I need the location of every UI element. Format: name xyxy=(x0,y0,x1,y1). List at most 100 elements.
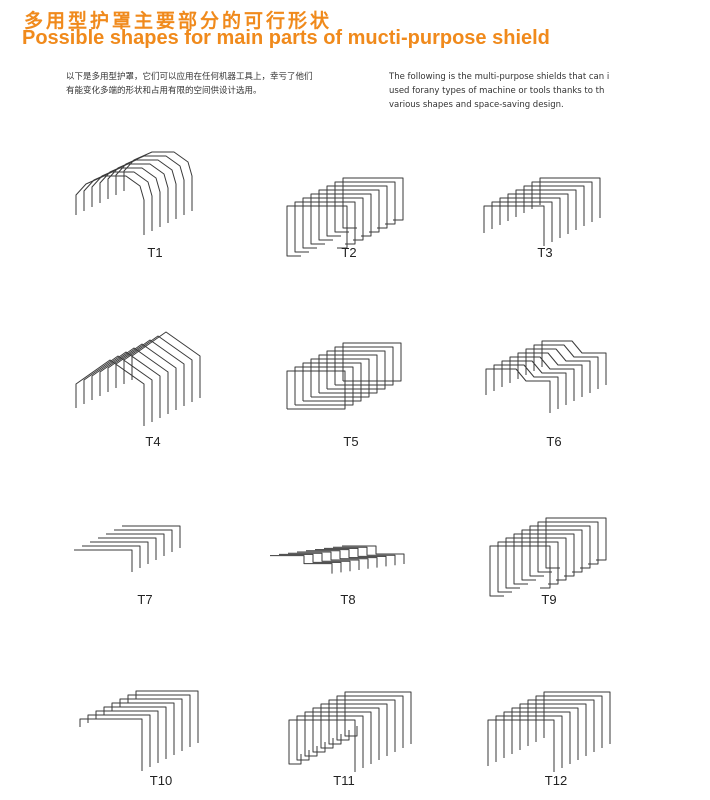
bellows-fold xyxy=(336,695,404,748)
bellows-fold xyxy=(296,715,364,768)
bellows-fold xyxy=(489,545,551,597)
bellows-fold xyxy=(302,197,364,249)
intro-en-line: The following is the multi-purpose shiel… xyxy=(389,72,610,82)
shape-drawing-t3 xyxy=(480,140,630,246)
bellows-fold xyxy=(98,537,157,560)
bellows-fold xyxy=(537,521,599,573)
shape-label-t10: T10 xyxy=(149,773,173,788)
bellows-flat-drop-drawing xyxy=(79,690,199,771)
intro-cn-line: 有能变化多端的形状和占用有限的空间供设计选用。 xyxy=(66,86,262,96)
bellows-fold xyxy=(487,719,555,772)
bellows-fold xyxy=(527,699,595,752)
bellows-box-window-drawing xyxy=(286,342,402,410)
shape-drawing-t5 xyxy=(283,305,433,410)
shape-drawing-t4 xyxy=(72,308,222,426)
intro-chinese: 以下是多用型护罩，它们可以应用在任何机器工具上，幸亏了他们 有能变化多端的形状和… xyxy=(66,70,376,98)
bellows-fold xyxy=(511,707,579,760)
bellows-fold xyxy=(513,533,575,585)
bellows-fold xyxy=(83,171,153,231)
bellows-fold xyxy=(505,537,567,589)
bellows-fold xyxy=(99,163,169,223)
shape-label-t4: T4 xyxy=(145,434,161,449)
bellows-fold xyxy=(294,201,356,253)
bellows-fold xyxy=(539,177,601,218)
bellows-fold xyxy=(79,718,143,771)
bellows-fold xyxy=(115,155,185,215)
shape-drawing-t6 xyxy=(482,305,632,413)
bellows-fold xyxy=(114,529,173,552)
bellows-fold xyxy=(334,181,396,233)
bellows-fold xyxy=(306,550,369,569)
bellows-fold xyxy=(90,541,149,564)
bellows-fold xyxy=(91,167,161,227)
bellows-fold xyxy=(99,347,169,414)
bellows-fold xyxy=(503,711,571,764)
bellows-fold xyxy=(497,541,559,593)
bellows-fold xyxy=(75,359,145,426)
bellows-fold xyxy=(106,533,165,556)
shape-label-t6: T6 xyxy=(546,434,562,449)
shape-drawing-t7 xyxy=(70,478,220,578)
shape-drawing-t10 xyxy=(76,645,226,771)
bellows-fold xyxy=(82,545,141,568)
bellows-fold xyxy=(74,549,133,572)
bellows-fold xyxy=(334,346,394,386)
bellows-box-open-drawing xyxy=(288,691,412,772)
bellows-fold xyxy=(131,331,201,398)
bellows-fold xyxy=(326,350,386,390)
bellows-fold xyxy=(122,525,181,548)
bellows-fold xyxy=(297,551,360,570)
bellows-fold xyxy=(342,177,404,229)
shape-drawing-t12 xyxy=(484,642,634,772)
bellows-fold xyxy=(495,715,563,768)
bellows-fold xyxy=(83,355,153,422)
bellows-fold xyxy=(342,342,402,382)
bellows-fold xyxy=(326,185,388,237)
intro-cn-line: 以下是多用型护罩，它们可以应用在任何机器工具上，幸亏了他们 xyxy=(66,72,313,82)
intro-en-line: various shapes and space-saving design. xyxy=(389,100,564,110)
shape-label-t1: T1 xyxy=(147,245,163,260)
bellows-fold xyxy=(123,335,193,402)
bellows-fold xyxy=(312,707,380,760)
bellows-fold xyxy=(515,189,577,230)
bellows-fold xyxy=(91,351,161,418)
bellows-fold xyxy=(315,549,378,568)
bellows-flat-hook-drawing xyxy=(489,517,607,597)
bellows-fold xyxy=(320,703,388,756)
bellows-step-drawing xyxy=(485,340,607,413)
shape-drawing-t11 xyxy=(285,642,435,772)
shape-label-t7: T7 xyxy=(137,592,153,607)
bellows-arch-drawing xyxy=(75,151,193,235)
bellows-fold xyxy=(523,185,585,226)
shape-label-t5: T5 xyxy=(343,434,359,449)
intro-english: The following is the multi-purpose shiel… xyxy=(389,70,710,112)
bellows-fold xyxy=(270,555,333,574)
bellows-fold xyxy=(485,368,551,413)
bellows-fold xyxy=(483,205,545,246)
shape-drawing-t9 xyxy=(486,480,636,597)
shape-label-t12: T12 xyxy=(544,773,568,788)
intro-en-line: used forany types of machine or tools th… xyxy=(389,86,605,96)
bellows-fold xyxy=(107,159,177,219)
bellows-fold xyxy=(294,366,354,406)
shape-drawing-t8 xyxy=(266,492,416,592)
shape-label-t9: T9 xyxy=(541,592,557,607)
bellows-fold xyxy=(123,151,193,211)
bellows-fold xyxy=(304,711,372,764)
title-english: Possible shapes for main parts of mucti-… xyxy=(22,27,550,49)
bellows-fold xyxy=(342,545,405,564)
bellows-fold xyxy=(543,691,611,744)
bellows-fold xyxy=(529,525,591,577)
bellows-fold xyxy=(310,193,372,245)
shape-label-t2: T2 xyxy=(341,245,357,260)
bellows-fold xyxy=(531,181,593,222)
bellows-fold xyxy=(286,205,348,257)
bellows-fold xyxy=(107,343,177,410)
bellows-fold xyxy=(318,354,378,394)
bellows-flat-plain-drawing xyxy=(74,525,181,572)
bellows-thin-plate-drawing xyxy=(270,545,405,574)
bellows-flat-leg-drawing xyxy=(483,177,601,246)
bellows-fold xyxy=(328,699,396,752)
bellows-fold xyxy=(499,197,561,238)
shape-label-t11: T11 xyxy=(333,773,355,788)
